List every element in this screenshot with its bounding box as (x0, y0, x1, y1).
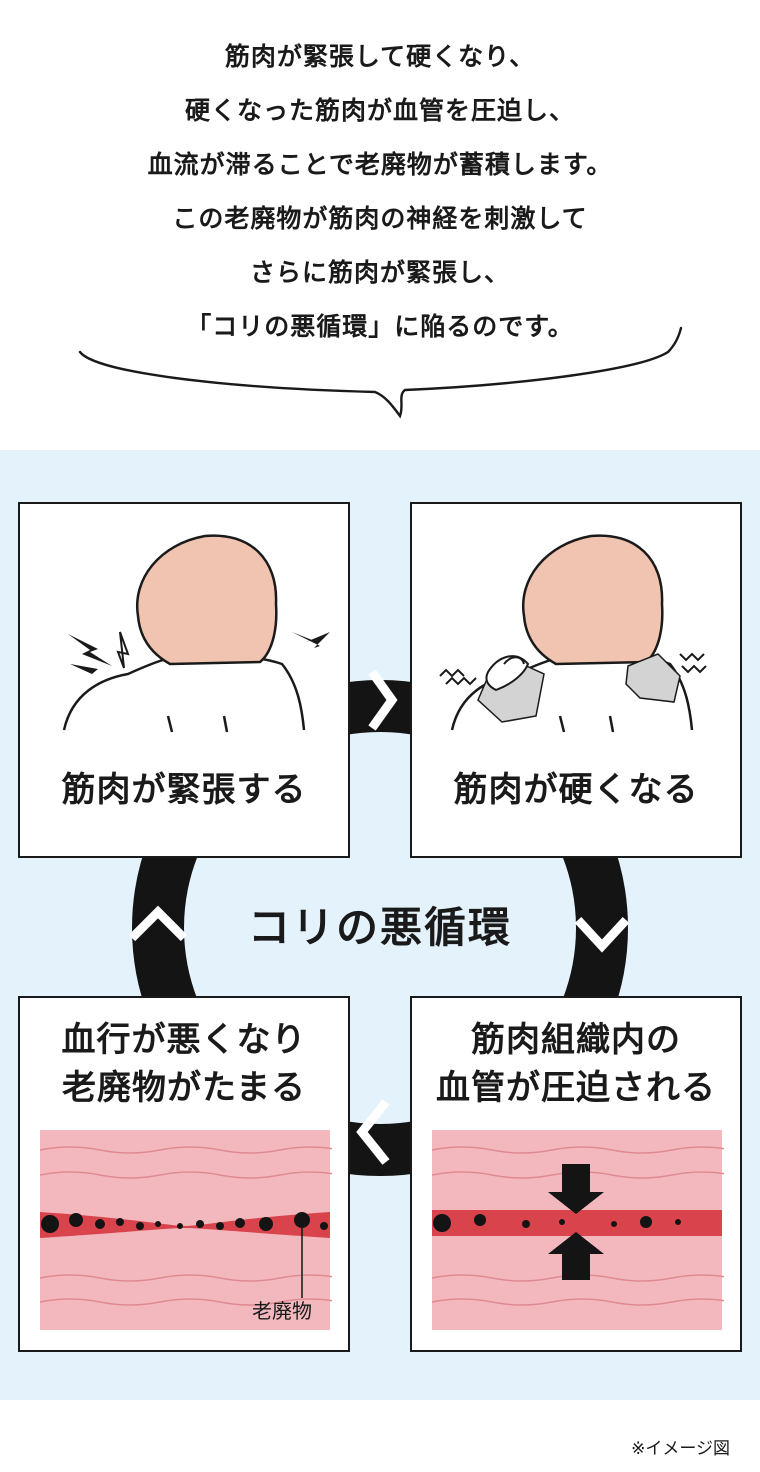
chevron-up-icon (128, 905, 188, 942)
woman-hardening-illustration (439, 534, 707, 733)
chevron-left-icon (356, 1099, 390, 1165)
hair-shape (521, 534, 664, 666)
step-label-line: 老廃物がたまる (62, 1068, 306, 1108)
chevron-right-icon (368, 669, 398, 731)
step-label-waste: 血行が悪くなり 老廃物がたまる (20, 1016, 348, 1112)
intro-line: 「コリの悪循環」に陥るのです。 (186, 312, 574, 341)
trembling-lines-icon (679, 652, 705, 662)
trembling-lines-icon (445, 676, 477, 686)
intro-line: 血流が滞ることで老廃物が蓄積します。 (147, 150, 613, 179)
speech-bubble (78, 326, 683, 419)
lightning-icon (116, 631, 130, 669)
step-panel-tension: 筋肉が緊張する (18, 502, 350, 858)
arrow-down-icon (548, 1164, 604, 1214)
waste-particles (41, 1212, 328, 1233)
waste-particles (433, 1214, 681, 1232)
blood-vessel (40, 1212, 330, 1238)
step-panel-hardening: 筋肉が硬くなる (410, 502, 742, 858)
intro-line: さらに筋肉が緊張し、 (249, 258, 510, 287)
step-label-line: 筋肉組織内の (471, 1020, 681, 1060)
intro-line: 筋肉が緊張して硬くなり、 (224, 42, 536, 71)
step-panel-waste: 血行が悪くなり 老廃物がたまる 老廃物 (18, 996, 350, 1352)
waste-callout-label: 老廃物 (252, 1299, 312, 1323)
intro-section: 筋肉が緊張して硬くなり、 硬くなった筋肉が血管を圧迫し、 血流が滞ることで老廃物… (0, 0, 760, 450)
step-label-line: 血行が悪くなり (61, 1020, 307, 1060)
arrow-up-icon (548, 1232, 604, 1280)
lightning-icon (68, 634, 112, 666)
stiff-patch (625, 653, 681, 703)
step-label-hardening: 筋肉が硬くなる (412, 766, 740, 814)
lightning-icon (70, 664, 98, 674)
lightning-icon (292, 632, 330, 648)
compressed-vessel-illustration (432, 1130, 724, 1330)
hair-shape (135, 534, 278, 666)
intro-line: この老廃物が筋肉の神経を刺激して (172, 204, 588, 233)
woman-tension-illustration (62, 534, 330, 733)
chevron-down-icon (574, 916, 630, 953)
step-label-tension: 筋肉が緊張する (20, 766, 348, 814)
hand-shape (485, 655, 530, 692)
step-panel-compression: 筋肉組織内の 血管が圧迫される (410, 996, 742, 1352)
step-label-line: 筋肉が緊張する (61, 770, 307, 810)
intro-line: 硬くなった筋肉が血管を圧迫し、 (184, 96, 575, 125)
step-label-line: 筋肉が硬くなる (453, 770, 699, 810)
step-label-compression: 筋肉組織内の 血管が圧迫される (412, 1016, 740, 1112)
step-label-line: 血管が圧迫される (436, 1068, 716, 1108)
footnote: ※イメージ図 (631, 1439, 730, 1459)
narrowed-vessel-illustration: 老廃物 (40, 1130, 332, 1330)
intro-text: 筋肉が緊張して硬くなり、 硬くなった筋肉が血管を圧迫し、 血流が滞ることで老廃物… (0, 30, 760, 354)
cycle-title: コリの悪循環 (247, 903, 512, 952)
